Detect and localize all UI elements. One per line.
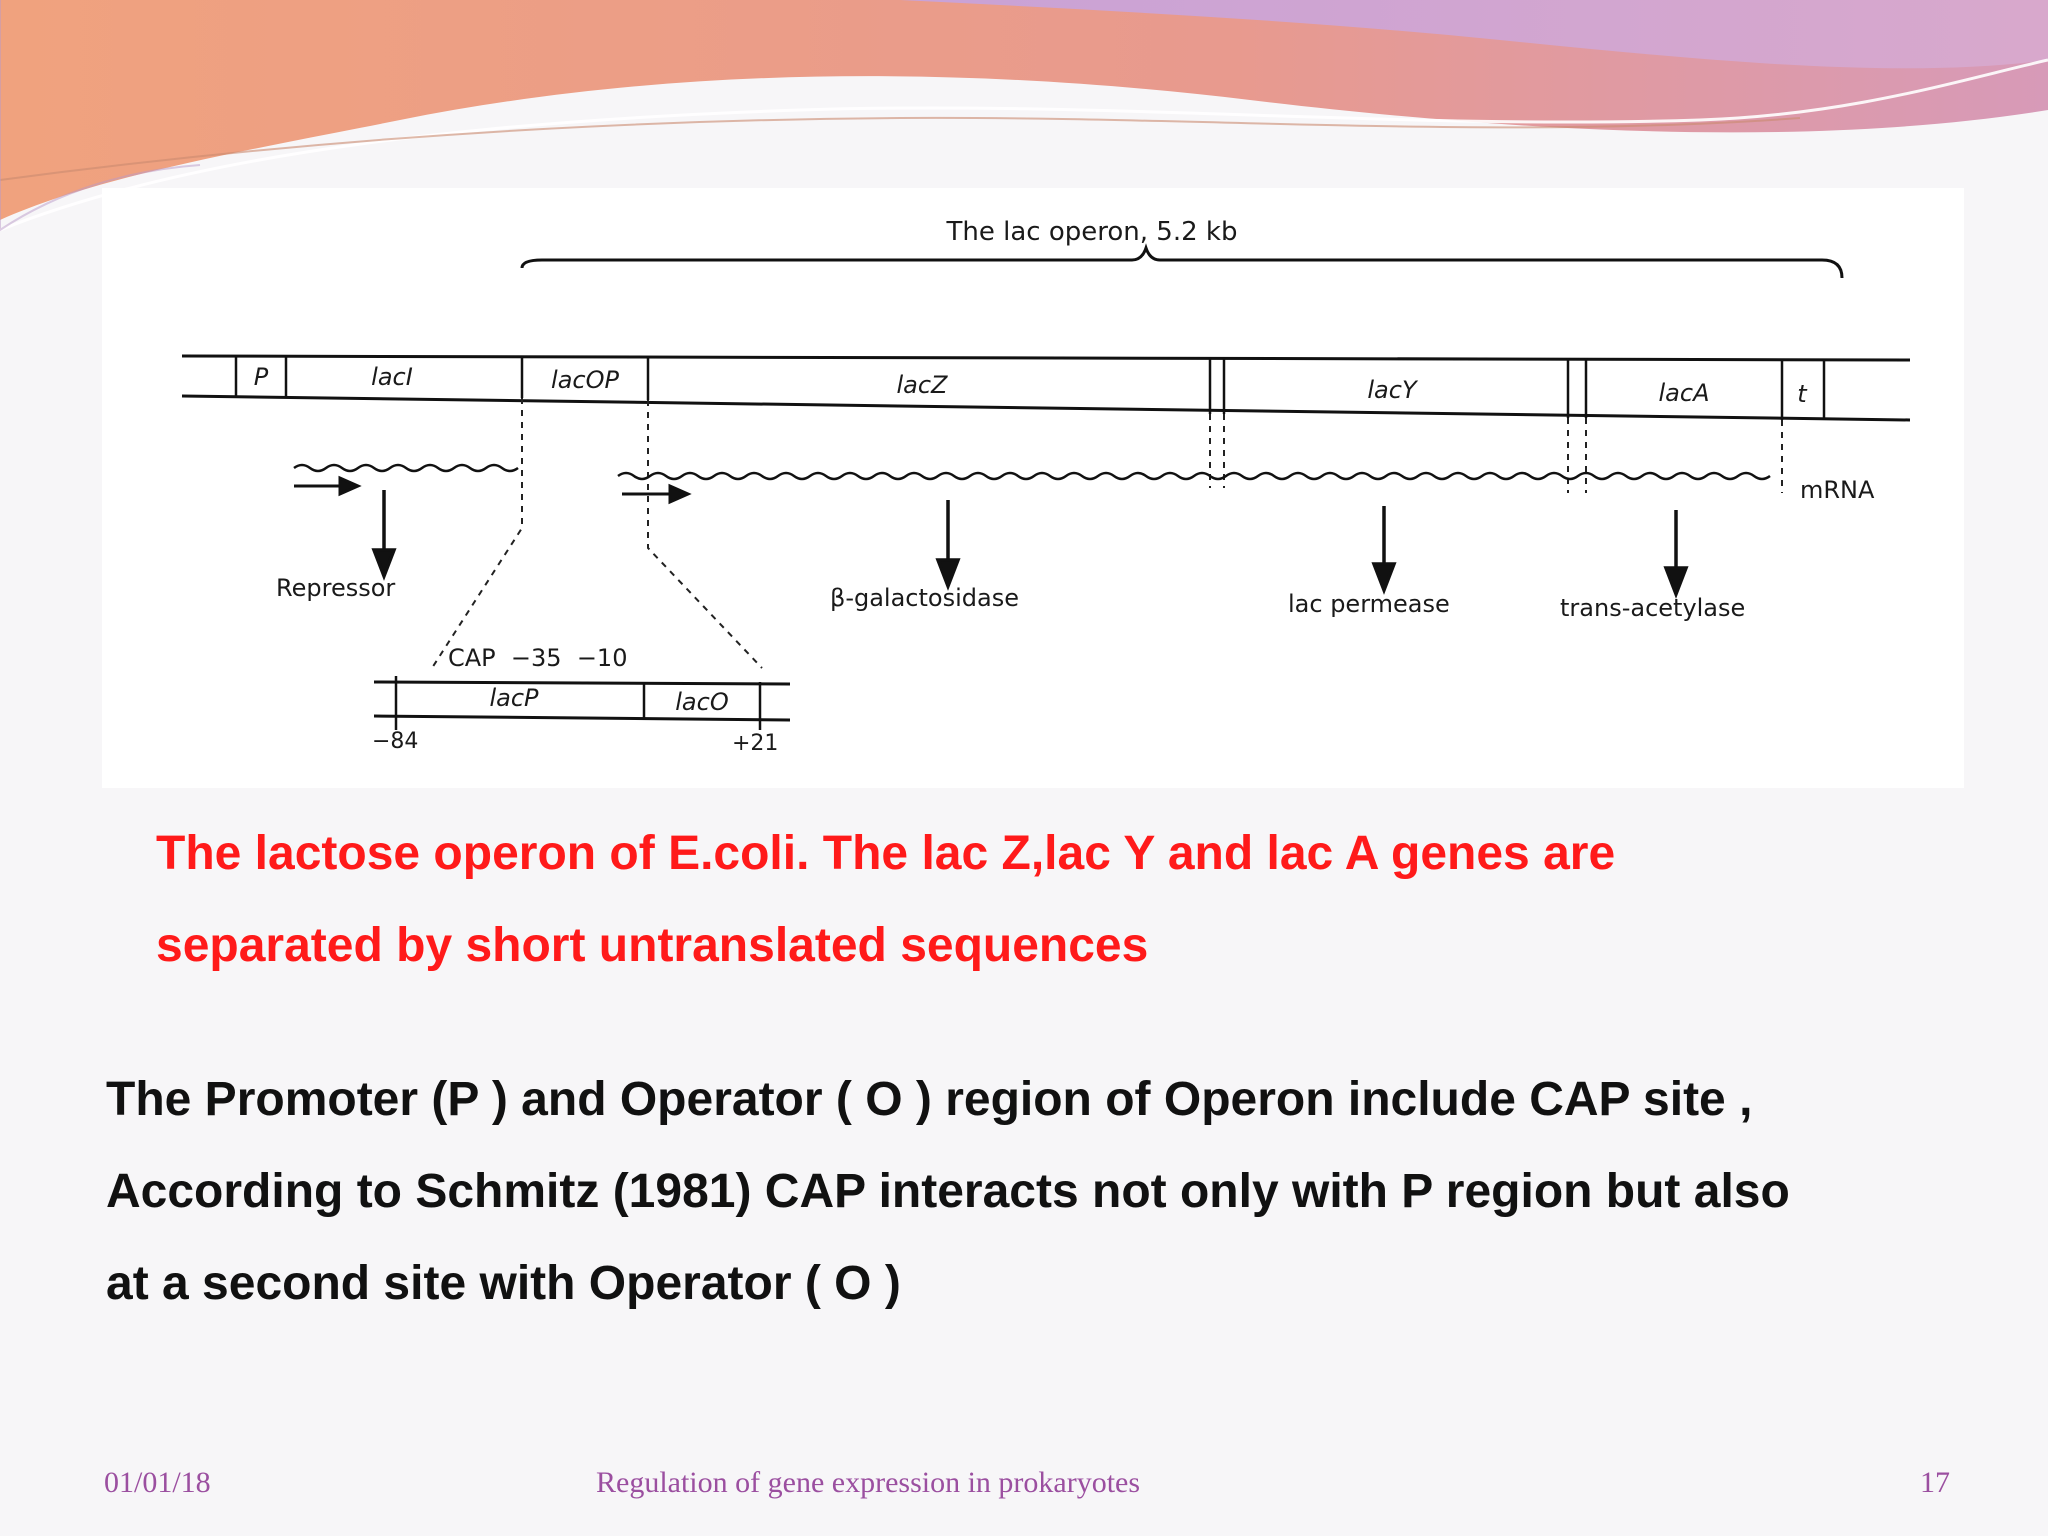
- lac-operon-diagram: The lac operon, 5.2 kb P lacI lacOP: [102, 188, 1964, 788]
- inset-laco-label: lacO: [675, 688, 728, 716]
- diagram-title: The lac operon, 5.2 kb: [946, 217, 1238, 247]
- caption-line-2: separated by short untranslated sequence…: [156, 919, 1149, 972]
- operon-brace: [520, 243, 1844, 279]
- footer-date: 01/01/18: [104, 1466, 211, 1499]
- inset-right-coord: +21: [732, 731, 778, 756]
- caption-line-1: The lactose operon of E.coli. The lac Z,…: [156, 827, 1616, 880]
- body-line-2: According to Schmitz (1981) CAP interact…: [106, 1165, 1790, 1218]
- figure-caption: The lactose operon of E.coli. The lac Z,…: [156, 808, 1916, 992]
- gene-label-lacop: lacOP: [551, 366, 619, 394]
- repressor-mrna-wave: [293, 463, 519, 473]
- gene-label-laci: lacI: [371, 363, 413, 391]
- footer-page-number: 17: [1920, 1466, 1950, 1499]
- product-trans-acetylase: trans-acetylase: [1560, 594, 1745, 622]
- inset-left-coord: −84: [372, 729, 418, 754]
- product-lac-permease: lac permease: [1288, 590, 1450, 618]
- inset-lacp-label: lacP: [489, 684, 539, 712]
- direction-arrows: [294, 475, 692, 505]
- gene-labels: P lacI lacOP lacZ lacY lacA t: [254, 363, 1809, 408]
- gene-dividers: [234, 356, 1826, 420]
- body-line-3: at a second site with Operator ( O ): [106, 1257, 901, 1310]
- diagram-canvas: The lac operon, 5.2 kb P lacI lacOP: [181, 217, 1911, 756]
- mrna-label: mRNA: [1800, 476, 1875, 504]
- header-wave-decoration: [0, 0, 2048, 232]
- product-beta-galactosidase: β-galactosidase: [830, 584, 1019, 612]
- dna-top-line: [181, 354, 1911, 362]
- inset-sites-label: CAP −35 −10: [448, 644, 627, 672]
- gene-label-lacz: lacZ: [896, 371, 948, 399]
- product-repressor: Repressor: [276, 574, 395, 602]
- promoter-operator-inset: CAP −35 −10 lacP lacO −84 +21: [372, 644, 791, 756]
- product-arrows: [371, 490, 1689, 599]
- dna-bottom-line: [181, 394, 1911, 422]
- gene-label-lacy: lacY: [1367, 376, 1419, 404]
- footer-title: Regulation of gene expression in prokary…: [596, 1466, 1141, 1499]
- body-line-1: The Promoter (P ) and Operator ( O ) reg…: [106, 1073, 1753, 1126]
- gene-label-t: t: [1797, 380, 1808, 408]
- operon-mrna-wave: [617, 471, 1771, 481]
- slide-body-text: The Promoter (P ) and Operator ( O ) reg…: [106, 1054, 1986, 1330]
- dashed-connectors: [431, 398, 1783, 669]
- gene-label-laca: lacA: [1659, 379, 1710, 407]
- gene-label-p: P: [254, 363, 269, 391]
- product-labels: Repressor β-galactosidase lac permease t…: [276, 574, 1745, 622]
